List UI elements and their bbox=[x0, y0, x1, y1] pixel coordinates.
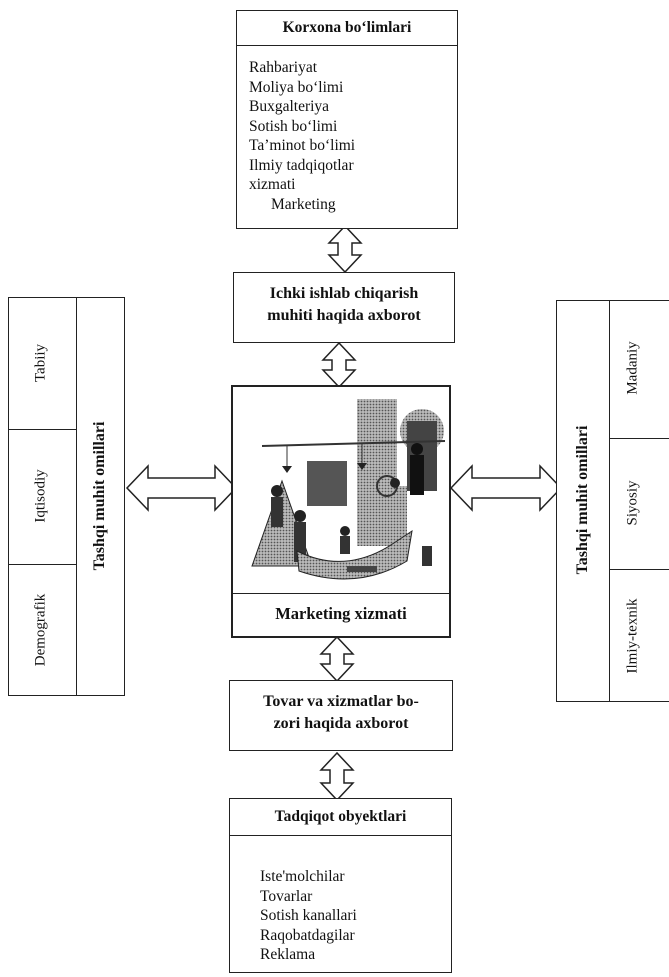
market-info-box: Tovar va xizmatlar bo- zori haqida axbor… bbox=[229, 680, 453, 751]
left-factor-natural: Tabiiy bbox=[32, 343, 49, 383]
list-item: Rahbariyat bbox=[249, 59, 318, 76]
market-info-line1: Tovar va xizmatlar bo- bbox=[263, 693, 419, 710]
market-info-line2: zori haqida axborot bbox=[273, 715, 409, 732]
list-item: Ilmiy tadqiqotlar bbox=[249, 156, 354, 174]
list-item: Sotish bo‘limi bbox=[249, 117, 338, 135]
office-scene-image bbox=[251, 399, 445, 580]
left-factor-divider-h1 bbox=[9, 429, 76, 430]
right-factor-divider-h1 bbox=[609, 438, 669, 439]
internal-info-line2: muhiti haqida axborot bbox=[267, 307, 421, 324]
marketing-service-caption: Marketing xizmati bbox=[233, 593, 449, 636]
arrow-center-to-right bbox=[449, 464, 563, 512]
list-item: Tovarlar bbox=[260, 887, 313, 905]
list-item: Ta’minot bo‘limi bbox=[249, 137, 356, 154]
office-illustration bbox=[237, 391, 445, 591]
arrow-market-to-research bbox=[319, 751, 355, 802]
research-objects-box: Tadqiqot obyektlari Iste'molchilar Tovar… bbox=[229, 798, 452, 973]
right-external-factors-panel bbox=[556, 300, 669, 702]
enterprise-departments-list: Rahbariyat Moliya bo‘limi Buxgalteriya S… bbox=[237, 46, 457, 214]
left-factor-divider-h2 bbox=[9, 564, 76, 565]
right-panel-heading: Tashqi muhit omillari bbox=[574, 425, 591, 575]
left-factor-divider-v bbox=[76, 298, 77, 695]
arrow-center-to-market bbox=[319, 635, 355, 683]
marketing-service-box: Marketing xizmati bbox=[231, 385, 451, 638]
right-factor-cultural: Madaniy bbox=[624, 341, 641, 395]
research-objects-list: Iste'molchilar Tovarlar Sotish kanallari… bbox=[230, 836, 451, 965]
right-factor-political: Siyosiy bbox=[624, 480, 641, 526]
right-factor-divider-v bbox=[609, 301, 610, 701]
left-factor-economic: Iqtisodiy bbox=[32, 469, 49, 523]
list-item: Moliya bo‘limi bbox=[249, 78, 344, 96]
left-factor-demographic: Demografik bbox=[32, 593, 49, 667]
list-item: Reklama bbox=[260, 946, 316, 963]
left-external-factors-panel bbox=[8, 297, 125, 696]
internal-info-line1: Ichki ishlab chiqarish bbox=[269, 285, 419, 302]
list-item: Marketing bbox=[271, 195, 336, 213]
list-item: xizmati bbox=[249, 176, 296, 193]
enterprise-departments-title: Korxona bo‘limlari bbox=[237, 11, 457, 46]
arrow-internal-to-center bbox=[321, 341, 357, 389]
left-panel-heading: Tashqi muhit omillari bbox=[91, 421, 108, 571]
right-factor-divider-h2 bbox=[609, 569, 669, 570]
arrow-left-to-center bbox=[125, 464, 238, 512]
enterprise-departments-box: Korxona bo‘limlari Rahbariyat Moliya bo‘… bbox=[236, 10, 458, 229]
list-item: Buxgalteriya bbox=[249, 98, 330, 115]
internal-info-box: Ichki ishlab chiqarish muhiti haqida axb… bbox=[233, 272, 455, 343]
right-factor-scientific-technical: Ilmiy-texnik bbox=[624, 598, 641, 674]
research-objects-title: Tadqiqot obyektlari bbox=[230, 799, 451, 836]
list-item: Raqobatdagilar bbox=[260, 926, 355, 944]
list-item: Iste'molchilar bbox=[260, 868, 345, 885]
arrow-top-to-internal bbox=[327, 224, 363, 274]
list-item: Sotish kanallari bbox=[260, 907, 357, 924]
